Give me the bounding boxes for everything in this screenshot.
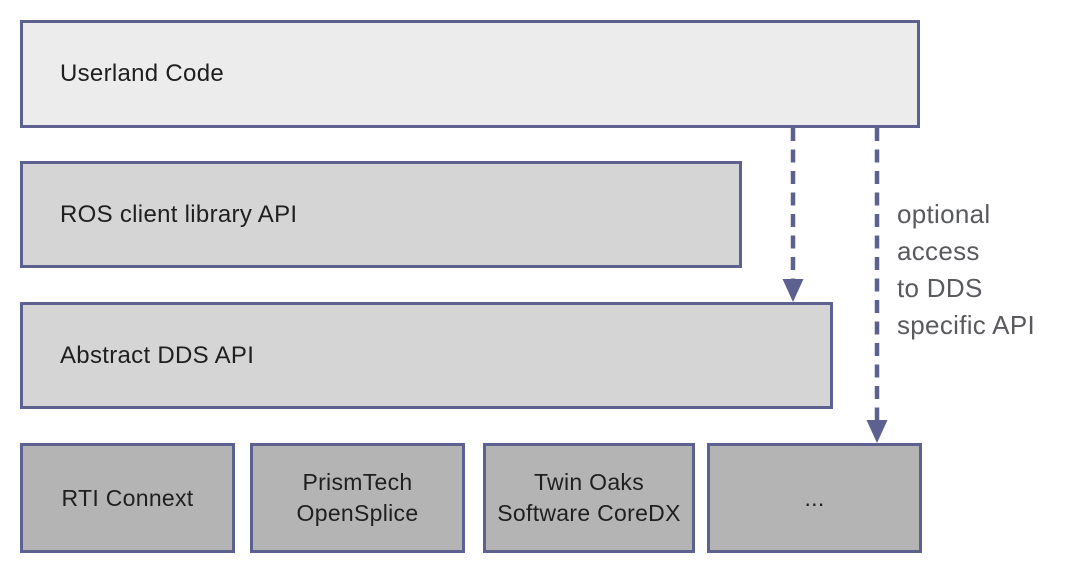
dashed-arrow-to-abstract-dds-icon xyxy=(782,128,804,302)
layer-box-ros-client-library-api: ROS client library API xyxy=(20,161,742,268)
impl-box-rti-connext: RTI Connext xyxy=(20,443,235,553)
impl-label-twin-oaks-coredx: Twin Oaks Software CoreDX xyxy=(497,469,681,526)
impl-label-prismtech-opensplice: PrismTech OpenSplice xyxy=(296,469,419,526)
impl-box-prismtech-opensplice: PrismTech OpenSplice xyxy=(250,443,465,553)
dashed-arrow-to-dds-implementation-icon xyxy=(866,128,888,443)
impl-label-other-dds-vendor: ... xyxy=(804,484,825,511)
layer-box-abstract-dds-api: Abstract DDS API xyxy=(20,302,833,409)
annotation-optional-access: optional access to DDS specific API xyxy=(897,199,1035,340)
layer-box-userland-code: Userland Code xyxy=(20,20,920,128)
layer-label-abstract-dds-api: Abstract DDS API xyxy=(60,341,255,369)
impl-box-twin-oaks-coredx: Twin Oaks Software CoreDX xyxy=(483,443,695,553)
layer-label-ros-client-library-api: ROS client library API xyxy=(60,200,298,228)
impl-box-other-dds-vendor: ... xyxy=(707,443,922,553)
layer-label-userland-code: Userland Code xyxy=(60,60,224,87)
impl-label-rti-connext: RTI Connext xyxy=(61,484,194,511)
